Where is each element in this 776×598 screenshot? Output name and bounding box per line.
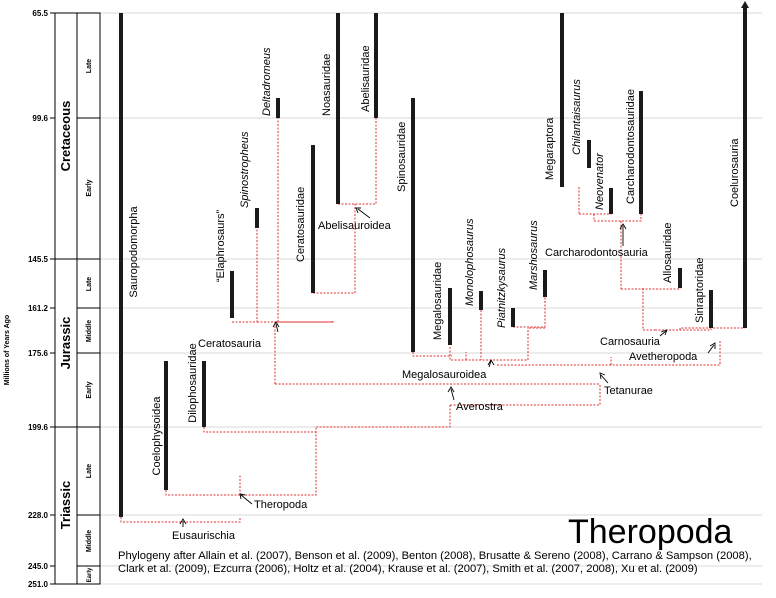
- geologic-timescale: [50, 12, 101, 585]
- node-label-tetanurae: Tetanurae: [604, 385, 653, 397]
- taxon-label-elaphrosaurs: “Elaphrosaurs”: [215, 210, 227, 282]
- bar-noasauridae: [336, 13, 340, 204]
- taxon-label-sinraptoridae: Sinraptoridae: [694, 258, 706, 323]
- taxon-label-megalosauridae: Megalosauridae: [432, 262, 444, 340]
- bar-spinosauridae: [411, 98, 415, 352]
- period-triassic: Triassic: [58, 481, 73, 529]
- taxon-label-spinosauridae: Spinosauridae: [396, 122, 408, 192]
- node-label-carcharodontosauria: Carcharodontosauria: [545, 247, 649, 259]
- taxon-label-carcharodontosauridae: Carcharodontosauridae: [625, 89, 637, 204]
- tick-label: 251.0: [28, 580, 49, 589]
- taxon-label-chilantaisaurus: Chilantaisaurus: [571, 79, 583, 155]
- epoch-jurassic-late: Late: [86, 277, 93, 292]
- bar-piatnitzkysaurus: [511, 308, 515, 327]
- bar-monolophosaurus: [479, 291, 483, 310]
- tick-label: 199.6: [28, 423, 49, 432]
- bar-megaraptora: [560, 13, 564, 187]
- bar-coelurosauria: [743, 8, 747, 328]
- period-cretaceous: Cretaceous: [58, 101, 73, 172]
- taxon-label-megaraptora: Megaraptora: [544, 117, 556, 180]
- node-label-theropoda: Theropoda: [254, 499, 308, 511]
- node-label-ceratosauria: Ceratosauria: [198, 338, 262, 350]
- bar-dilophosauridae: [202, 361, 206, 427]
- taxon-label-sauropodomorpha: Sauropodomorpha: [128, 206, 140, 298]
- bar-deltadromeus: [276, 98, 280, 118]
- axis-title: Millions of Years Ago: [4, 315, 11, 385]
- taxon-label-marshosaurus: Marshosaurus: [528, 220, 540, 290]
- tick-label: 175.6: [28, 349, 49, 358]
- node-label-averostra: Averostra: [456, 401, 504, 413]
- epoch-triassic-early: Early: [87, 567, 93, 582]
- epoch-cretaceous-early: Early: [86, 179, 93, 196]
- epoch-triassic-late: Late: [86, 464, 93, 479]
- node-label-eusaurischia: Eusaurischia: [172, 530, 236, 542]
- epoch-jurassic-early: Early: [86, 381, 93, 398]
- taxon-label-abelisauridae: Abelisauridae: [360, 45, 372, 112]
- arrow-up-icon: [741, 1, 749, 8]
- taxon-label-allosauridae: Allosauridae: [662, 222, 674, 283]
- bar-spinostropheus: [255, 208, 259, 228]
- taxon-labels: Sauropodomorpha Coelophysoidea Dilophosa…: [128, 45, 741, 475]
- tick-label: 245.0: [28, 562, 49, 571]
- arrow-head-icon: [179, 518, 187, 525]
- phylogeny-branches: [120, 118, 745, 523]
- tick-label: 99.6: [32, 114, 48, 123]
- bar-ceratosauridae: [311, 145, 315, 293]
- node-label-megalosauroidea: Megalosauroidea: [402, 369, 487, 381]
- phylogeny-caption: Phylogeny after Allain et al. (2007), Be…: [118, 550, 752, 575]
- bar-chilantaisaurus: [587, 140, 591, 168]
- taxon-label-noasauridae: Noasauridae: [321, 54, 333, 116]
- taxon-label-ceratosauridae: Ceratosauridae: [295, 187, 307, 262]
- diagram-title: Theropoda: [568, 513, 733, 551]
- node-label-avetheropoda: Avetheropoda: [629, 351, 698, 363]
- bar-marshosaurus: [543, 270, 547, 297]
- epoch-cretaceous-late: Late: [86, 59, 93, 74]
- taxon-label-spinostropheus: Spinostropheus: [239, 131, 251, 208]
- time-gridlines: [100, 12, 762, 585]
- epoch-triassic-middle: Middle: [86, 530, 93, 552]
- taxon-label-coelophysoidea: Coelophysoidea: [151, 396, 163, 476]
- taxon-label-coelurosauria: Coelurosauria: [729, 138, 741, 207]
- taxon-label-dilophosauridae: Dilophosauridae: [187, 343, 199, 423]
- bar-abelisauridae: [374, 13, 378, 118]
- node-label-abelisauroidea: Abelisauroidea: [318, 220, 392, 232]
- bar-elaphrosaurs: [230, 271, 234, 318]
- tick-label: 228.0: [28, 511, 49, 520]
- bar-megalosauridae: [448, 288, 452, 345]
- node-label-carnosauria: Carnosauria: [600, 336, 661, 348]
- node-labels: Eusaurischia Theropoda Averostra Ceratos…: [172, 207, 716, 542]
- bar-coelophysoidea: [164, 361, 168, 490]
- taxon-label-monolophosaurus: Monolophosaurus: [464, 218, 476, 306]
- taxon-label-deltadromeus: Deltadromeus: [261, 47, 273, 116]
- taxon-label-piatnitzkysaurus: Piatnitzkysaurus: [496, 247, 508, 328]
- epoch-jurassic-middle: Middle: [86, 320, 93, 342]
- bar-sinraptoridae: [709, 290, 713, 328]
- bar-sauropodomorpha: [119, 13, 123, 517]
- taxon-label-neovenator: Neovenator: [594, 152, 606, 210]
- bar-allosauridae: [678, 268, 682, 288]
- bar-carcharodontosauridae: [639, 91, 643, 214]
- tick-label: 65.5: [32, 9, 48, 18]
- tick-label: 161.2: [28, 304, 49, 313]
- tick-label: 145.5: [28, 255, 49, 264]
- range-bars: [119, 1, 749, 517]
- period-jurassic: Jurassic: [58, 317, 73, 370]
- bar-neovenator: [609, 188, 613, 214]
